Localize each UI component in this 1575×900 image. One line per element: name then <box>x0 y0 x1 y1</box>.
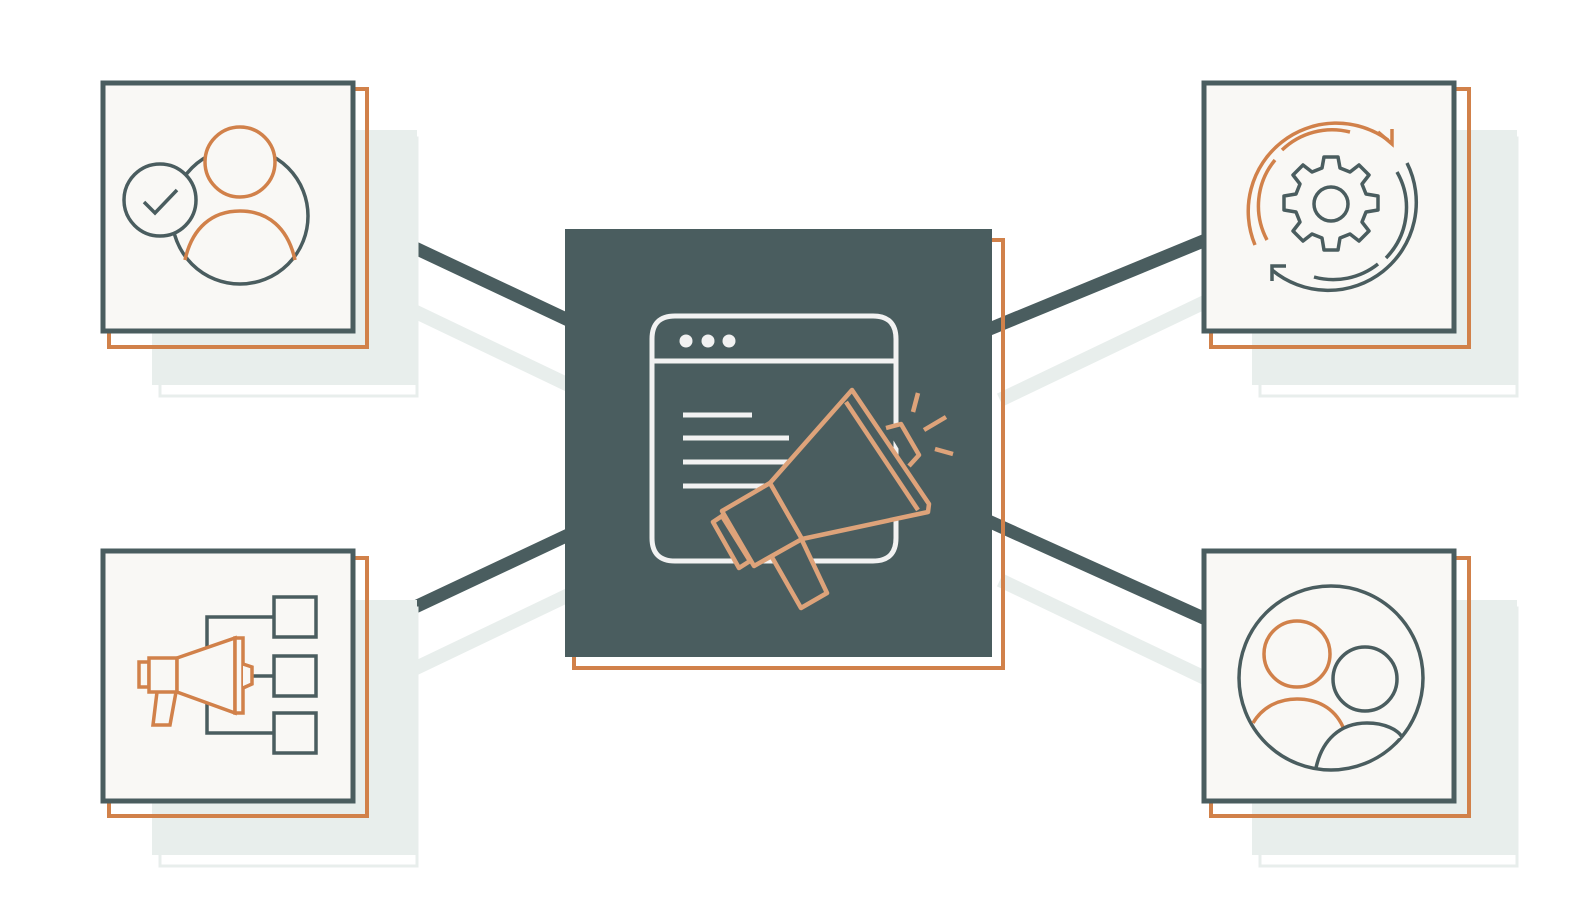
node-center <box>565 229 1005 670</box>
connector-bottom-right <box>972 509 1233 636</box>
user-group-icon <box>1237 584 1425 772</box>
connector-top-right <box>972 223 1233 342</box>
gear-cycle-icon <box>1246 121 1419 293</box>
panel <box>100 80 356 334</box>
megaphone-network-icon <box>137 595 318 755</box>
user-verified-icon <box>122 125 310 286</box>
node-bottom-right <box>1201 548 1519 868</box>
node-top-left <box>100 80 419 398</box>
node-top-right <box>1201 80 1519 398</box>
center-panel <box>565 229 992 657</box>
browser-megaphone-icon <box>649 313 954 611</box>
node-bottom-left <box>100 548 419 868</box>
panel <box>1201 548 1457 804</box>
